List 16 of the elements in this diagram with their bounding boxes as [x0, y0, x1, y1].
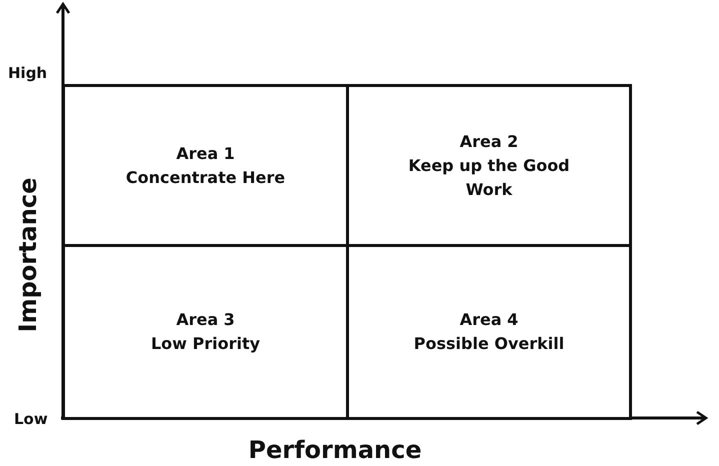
axis-title: Performance	[248, 436, 422, 464]
axis-tick-label: High	[8, 64, 48, 82]
area-description: Low Priority	[150, 333, 260, 355]
area-heading: Area 4	[460, 309, 518, 331]
quadrant-box	[62, 244, 349, 420]
axis-title: Importance	[14, 178, 42, 332]
axis-tick-label: Low	[14, 410, 48, 428]
area-description: Possible Overkill	[414, 333, 564, 355]
quadrant-box	[346, 244, 632, 420]
quadrant-box	[62, 84, 349, 247]
area-heading: Area 2	[460, 130, 518, 152]
area-description: Keep up the Good Work	[407, 154, 571, 200]
area-description: Concentrate Here	[126, 166, 286, 188]
area-heading: Area 1	[176, 142, 235, 164]
area-heading: Area 3	[176, 309, 235, 331]
quadrant-box	[346, 84, 632, 247]
